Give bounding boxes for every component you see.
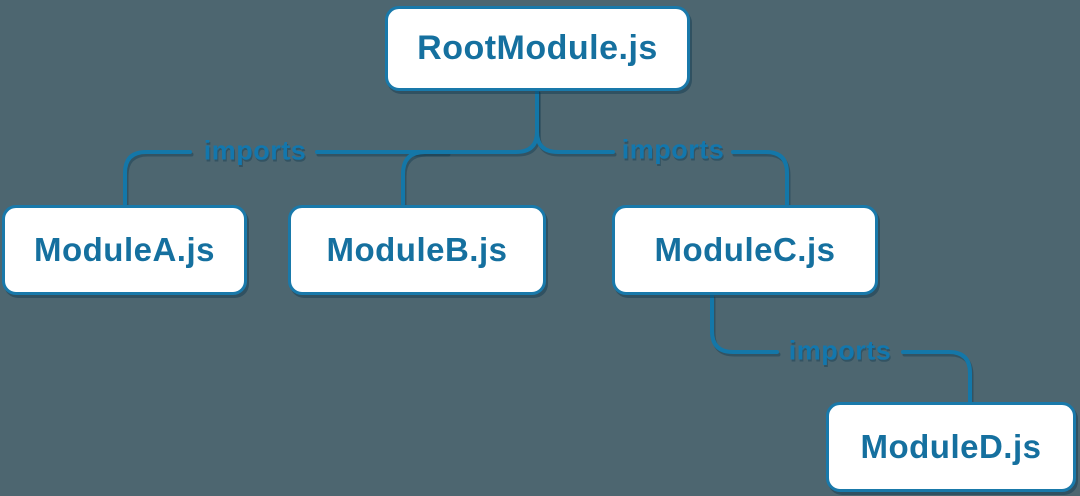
edge-moduleC-to-moduleD [710,294,779,354]
node-moduleB: ModuleB.js [288,205,546,295]
edge-label-imports-left: imports [203,135,307,166]
edge-label-imports-moduleC-moduleD: imports [788,335,892,366]
node-moduleA: ModuleA.js [2,205,247,295]
edge-root-to-moduleC-tail [731,150,789,206]
node-moduleD-label: ModuleD.js [860,428,1042,465]
edge-moduleC-to-moduleD-tail [901,350,972,405]
edge-root-to-moduleC [535,89,615,154]
node-rootmodule: RootModule.js [385,6,690,91]
node-rootmodule-label: RootModule.js [417,29,658,67]
node-moduleC: ModuleC.js [612,205,878,295]
node-moduleD: ModuleD.js [826,402,1076,492]
node-moduleC-label: ModuleC.js [654,231,836,268]
edge-root-to-moduleA-tail [123,150,192,206]
edge-label-imports-right: imports [621,134,725,165]
node-moduleB-label: ModuleB.js [326,231,508,268]
node-moduleA-label: ModuleA.js [33,231,215,268]
edge-root-to-moduleA [315,89,539,154]
edge-root-to-moduleB [401,150,449,206]
